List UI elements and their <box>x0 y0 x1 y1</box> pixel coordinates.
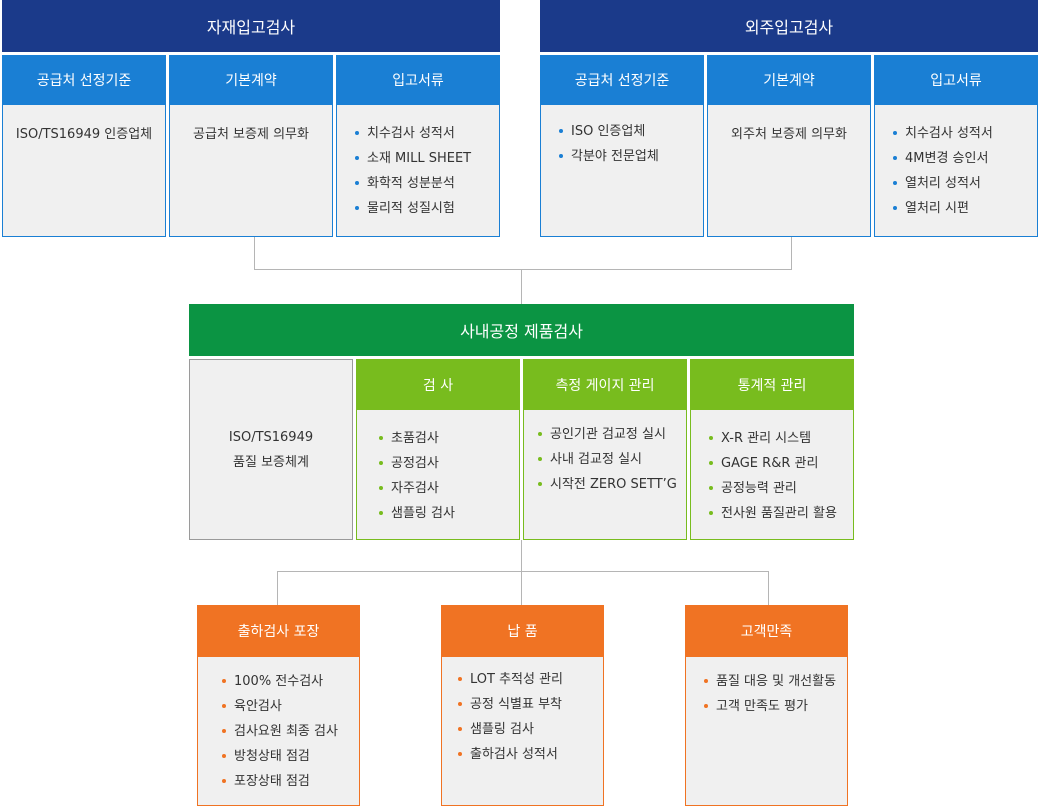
in-house-inspection-title: 사내공정 제품검사 <box>189 304 854 356</box>
inspection-list: 초품검사 공정검사 자주검사 샘플링 검사 <box>357 410 519 526</box>
gauge-management-header: 측정 게이지 관리 <box>523 359 687 410</box>
outsourcing-col2-text: 외주처 보증제 의무화 <box>731 127 847 142</box>
shipping-inspection-header: 출하검사 포장 <box>197 605 360 657</box>
outsourcing-col2-header: 기본계약 <box>707 55 871 105</box>
list-item: X-R 관리 시스템 <box>709 426 853 451</box>
list-item: 품질 대응 및 개선활동 <box>704 669 847 694</box>
outsourcing-criteria-list: ISO 인증업체 각분야 전문업체 <box>541 105 703 169</box>
list-item: 방청상태 점검 <box>222 744 359 769</box>
list-item: 치수검사 성적서 <box>893 121 1037 146</box>
list-item: ISO 인증업체 <box>559 119 703 144</box>
material-col3-header: 입고서류 <box>336 55 500 105</box>
material-col2-body: 공급처 보증제 의무화 <box>169 105 333 237</box>
list-item: 사내 검교정 실시 <box>538 447 686 472</box>
list-item: 공정검사 <box>379 451 519 476</box>
list-item: 초품검사 <box>379 426 519 451</box>
list-item: 자주검사 <box>379 476 519 501</box>
gauge-management-body: 공인기관 검교정 실시 사내 검교정 실시 시작전 ZERO SETT’G <box>523 410 687 540</box>
statistical-management-body: X-R 관리 시스템 GAGE R&R 관리 공정능력 관리 전사원 품질관리 … <box>690 410 854 540</box>
list-item: 공정 식별표 부착 <box>458 692 603 717</box>
material-col2-text: 공급처 보증제 의무화 <box>193 127 309 142</box>
outsourcing-col2-body: 외주처 보증제 의무화 <box>707 105 871 237</box>
list-item: 각분야 전문업체 <box>559 144 703 169</box>
list-item: 샘플링 검사 <box>458 717 603 742</box>
material-col1-text: ISO/TS16949 인증업체 <box>15 127 153 142</box>
list-item: 검사요원 최종 검사 <box>222 719 359 744</box>
shipping-inspection-list: 100% 전수검사 육안검사 검사요원 최종 검사 방청상태 점검 포장상태 점… <box>198 657 359 794</box>
material-col3-body: 치수검사 성적서 소재 MILL SHEET 화학적 성분분석 물리적 성질시험 <box>336 105 500 237</box>
list-item: 물리적 성질시험 <box>355 196 499 221</box>
list-item: 화학적 성분분석 <box>355 171 499 196</box>
statistical-management-header: 통계적 관리 <box>690 359 854 410</box>
list-item: 공정능력 관리 <box>709 476 853 501</box>
list-item: 포장상태 점검 <box>222 769 359 794</box>
material-col1-body: ISO/TS16949 인증업체 <box>2 105 166 237</box>
delivery-header: 납 품 <box>441 605 604 657</box>
list-item: 공인기관 검교정 실시 <box>538 422 686 447</box>
list-item: 출하검사 성적서 <box>458 742 603 767</box>
list-item: 고객 만족도 평가 <box>704 694 847 719</box>
material-inspection-title: 자재입고검사 <box>2 0 500 52</box>
connector-line <box>254 269 792 270</box>
list-item: 샘플링 검사 <box>379 501 519 526</box>
list-item: GAGE R&R 관리 <box>709 451 853 476</box>
outsourcing-col3-body: 치수검사 성적서 4M변경 승인서 열처리 성적서 열처리 시편 <box>874 105 1038 237</box>
connector-line <box>791 237 792 270</box>
connector-line <box>521 269 522 304</box>
material-col2-header: 기본계약 <box>169 55 333 105</box>
delivery-body: LOT 추적성 관리 공정 식별표 부착 샘플링 검사 출하검사 성적서 <box>441 657 604 806</box>
outsourcing-col3-header: 입고서류 <box>874 55 1038 105</box>
connector-line <box>768 571 769 605</box>
material-col1-header: 공급처 선정기준 <box>2 55 166 105</box>
connector-line <box>277 571 769 572</box>
inspection-header: 검 사 <box>356 359 520 410</box>
connector-line <box>254 237 255 270</box>
connector-line <box>521 540 522 605</box>
list-item: 열처리 성적서 <box>893 171 1037 196</box>
list-item: 100% 전수검사 <box>222 669 359 694</box>
outsourcing-inspection-title: 외주입고검사 <box>540 0 1038 52</box>
list-item: 시작전 ZERO SETT’G <box>538 472 686 497</box>
list-item: 전사원 품질관리 활용 <box>709 501 853 526</box>
outsourcing-col1-body: ISO 인증업체 각분야 전문업체 <box>540 105 704 237</box>
list-item: 열처리 시편 <box>893 196 1037 221</box>
inspection-body: 초품검사 공정검사 자주검사 샘플링 검사 <box>356 410 520 540</box>
shipping-inspection-body: 100% 전수검사 육안검사 검사요원 최종 검사 방청상태 점검 포장상태 점… <box>197 657 360 806</box>
customer-satisfaction-list: 품질 대응 및 개선활동 고객 만족도 평가 <box>686 657 847 719</box>
material-docs-list: 치수검사 성적서 소재 MILL SHEET 화학적 성분분석 물리적 성질시험 <box>337 105 499 221</box>
list-item: 소재 MILL SHEET <box>355 146 499 171</box>
delivery-list: LOT 추적성 관리 공정 식별표 부착 샘플링 검사 출하검사 성적서 <box>442 657 603 767</box>
quality-system-box: ISO/TS16949 품질 보증체계 <box>189 359 353 540</box>
quality-system-line1: ISO/TS16949 <box>228 429 314 445</box>
statistical-management-list: X-R 관리 시스템 GAGE R&R 관리 공정능력 관리 전사원 품질관리 … <box>691 410 853 526</box>
list-item: 4M변경 승인서 <box>893 146 1037 171</box>
connector-line <box>277 571 278 605</box>
quality-system-line2: 품질 보증체계 <box>233 454 309 470</box>
customer-satisfaction-body: 품질 대응 및 개선활동 고객 만족도 평가 <box>685 657 848 806</box>
outsourcing-docs-list: 치수검사 성적서 4M변경 승인서 열처리 성적서 열처리 시편 <box>875 105 1037 221</box>
list-item: 육안검사 <box>222 694 359 719</box>
gauge-management-list: 공인기관 검교정 실시 사내 검교정 실시 시작전 ZERO SETT’G <box>524 410 686 497</box>
list-item: LOT 추적성 관리 <box>458 667 603 692</box>
outsourcing-col1-header: 공급처 선정기준 <box>540 55 704 105</box>
list-item: 치수검사 성적서 <box>355 121 499 146</box>
customer-satisfaction-header: 고객만족 <box>685 605 848 657</box>
